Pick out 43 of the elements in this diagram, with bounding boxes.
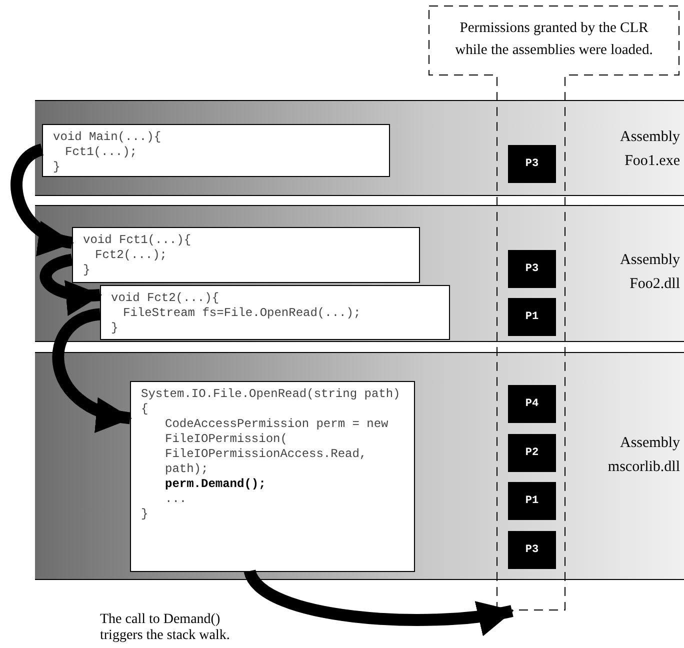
permission-box: [508, 145, 556, 183]
code-line: void Fct2(...){: [111, 291, 220, 306]
code-line: }: [141, 507, 150, 522]
code-line: void Fct1(...){: [83, 233, 192, 248]
assembly-name: Assembly Foo1.exe: [619, 128, 680, 171]
assembly-name: Assembly mscorlib.dll: [606, 434, 680, 477]
permission-label: P1: [525, 495, 539, 507]
permission-box: [508, 531, 556, 569]
column-caption: Permissions granted by the CLR while the assemblies were loaded.: [454, 19, 654, 60]
call-arrow: [40, 254, 102, 314]
permission-box: [508, 250, 556, 288]
assembly-band: [35, 205, 684, 342]
code-line: FileStream fs=File.OpenRead(...);: [122, 306, 362, 321]
code-line: Fct2(...);: [94, 248, 168, 263]
assembly-name: Assembly Foo2.dll: [619, 251, 680, 294]
permission-label: P1: [525, 311, 539, 323]
note-text: The call to Demand() triggers the stack walk.: [100, 612, 231, 644]
permission-box: [508, 298, 556, 336]
code-line: }: [83, 263, 92, 278]
code-line: void Main(...){: [53, 130, 162, 145]
permission-label: P3: [525, 263, 539, 275]
permission-label: P3: [525, 158, 539, 170]
code-line: CodeAccessPermission perm = new FileIOPermission( FileIOPermissionAccess.Read, path);: [164, 417, 390, 477]
permission-box: [508, 385, 556, 423]
code-line: perm.Demand();: [164, 477, 267, 492]
call-arrow: [52, 308, 132, 430]
code-box: [42, 124, 390, 177]
permission-label: P4: [525, 398, 539, 410]
call-arrow: [244, 568, 514, 635]
code-line: Fct1(...);: [64, 145, 138, 160]
code-line: ...: [164, 492, 188, 507]
code-box: [72, 227, 420, 283]
permission-column: [428, 5, 680, 611]
code-box: [130, 381, 415, 572]
permission-box: [508, 434, 556, 472]
permission-box: [508, 482, 556, 520]
assembly-band: [35, 352, 684, 580]
assembly-band: [35, 100, 684, 196]
permission-label: P2: [525, 447, 539, 459]
permission-label: P3: [525, 544, 539, 556]
code-box: [100, 285, 450, 340]
code-line: System.IO.File.OpenRead(string path){: [141, 387, 402, 417]
code-line: }: [111, 321, 120, 336]
